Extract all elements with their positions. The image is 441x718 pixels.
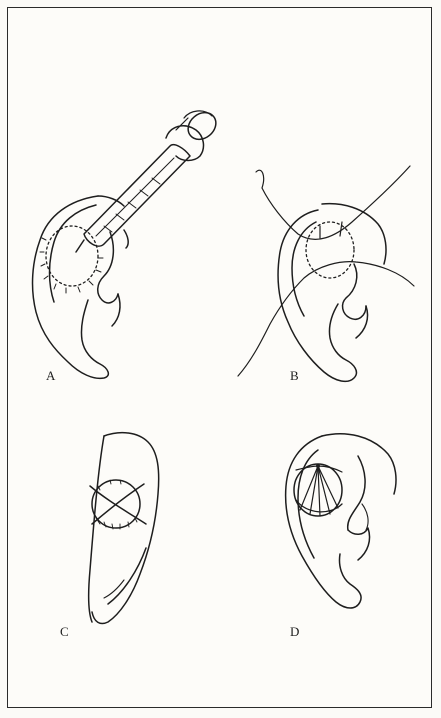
panel-a-ear-outline: [33, 196, 109, 378]
panel-a-antihelix: [98, 232, 118, 303]
panel-a-helix-rim: [50, 205, 97, 302]
panel-d-concha: [348, 528, 370, 560]
panel-c-ear-back-outline: [92, 433, 159, 624]
panel-a-drawing: [33, 107, 222, 378]
panel-a-crus: [124, 230, 128, 248]
syringe-needle: [76, 240, 84, 252]
suture-thread-upper: [256, 166, 410, 239]
panel-d-helix-rim: [322, 434, 396, 494]
panel-d-ear-outline: [286, 436, 361, 608]
syringe-plunger-cap: [183, 107, 221, 145]
syringe-flange: [166, 126, 203, 161]
panel-d-antihelix: [348, 456, 365, 530]
panel-c-helix-fold: [108, 548, 146, 604]
suture-thread-lower: [238, 262, 414, 376]
panel-c-scalp-line: [89, 436, 104, 622]
panel-c-drawing: [89, 433, 159, 624]
panel-d-drawing: [286, 434, 396, 608]
panel-label-c: C: [60, 624, 69, 640]
panel-label-b: B: [290, 368, 299, 384]
panel-b-ear-outline: [278, 210, 356, 381]
panel-a-injection-area: [46, 226, 98, 286]
panel-b-antihelix: [343, 264, 366, 319]
panel-label-a: A: [46, 368, 56, 384]
syringe: [76, 107, 221, 252]
panel-b-treated-area: [306, 222, 354, 278]
panel-label-d: D: [290, 624, 300, 640]
panel-b-drawing: [238, 166, 414, 381]
